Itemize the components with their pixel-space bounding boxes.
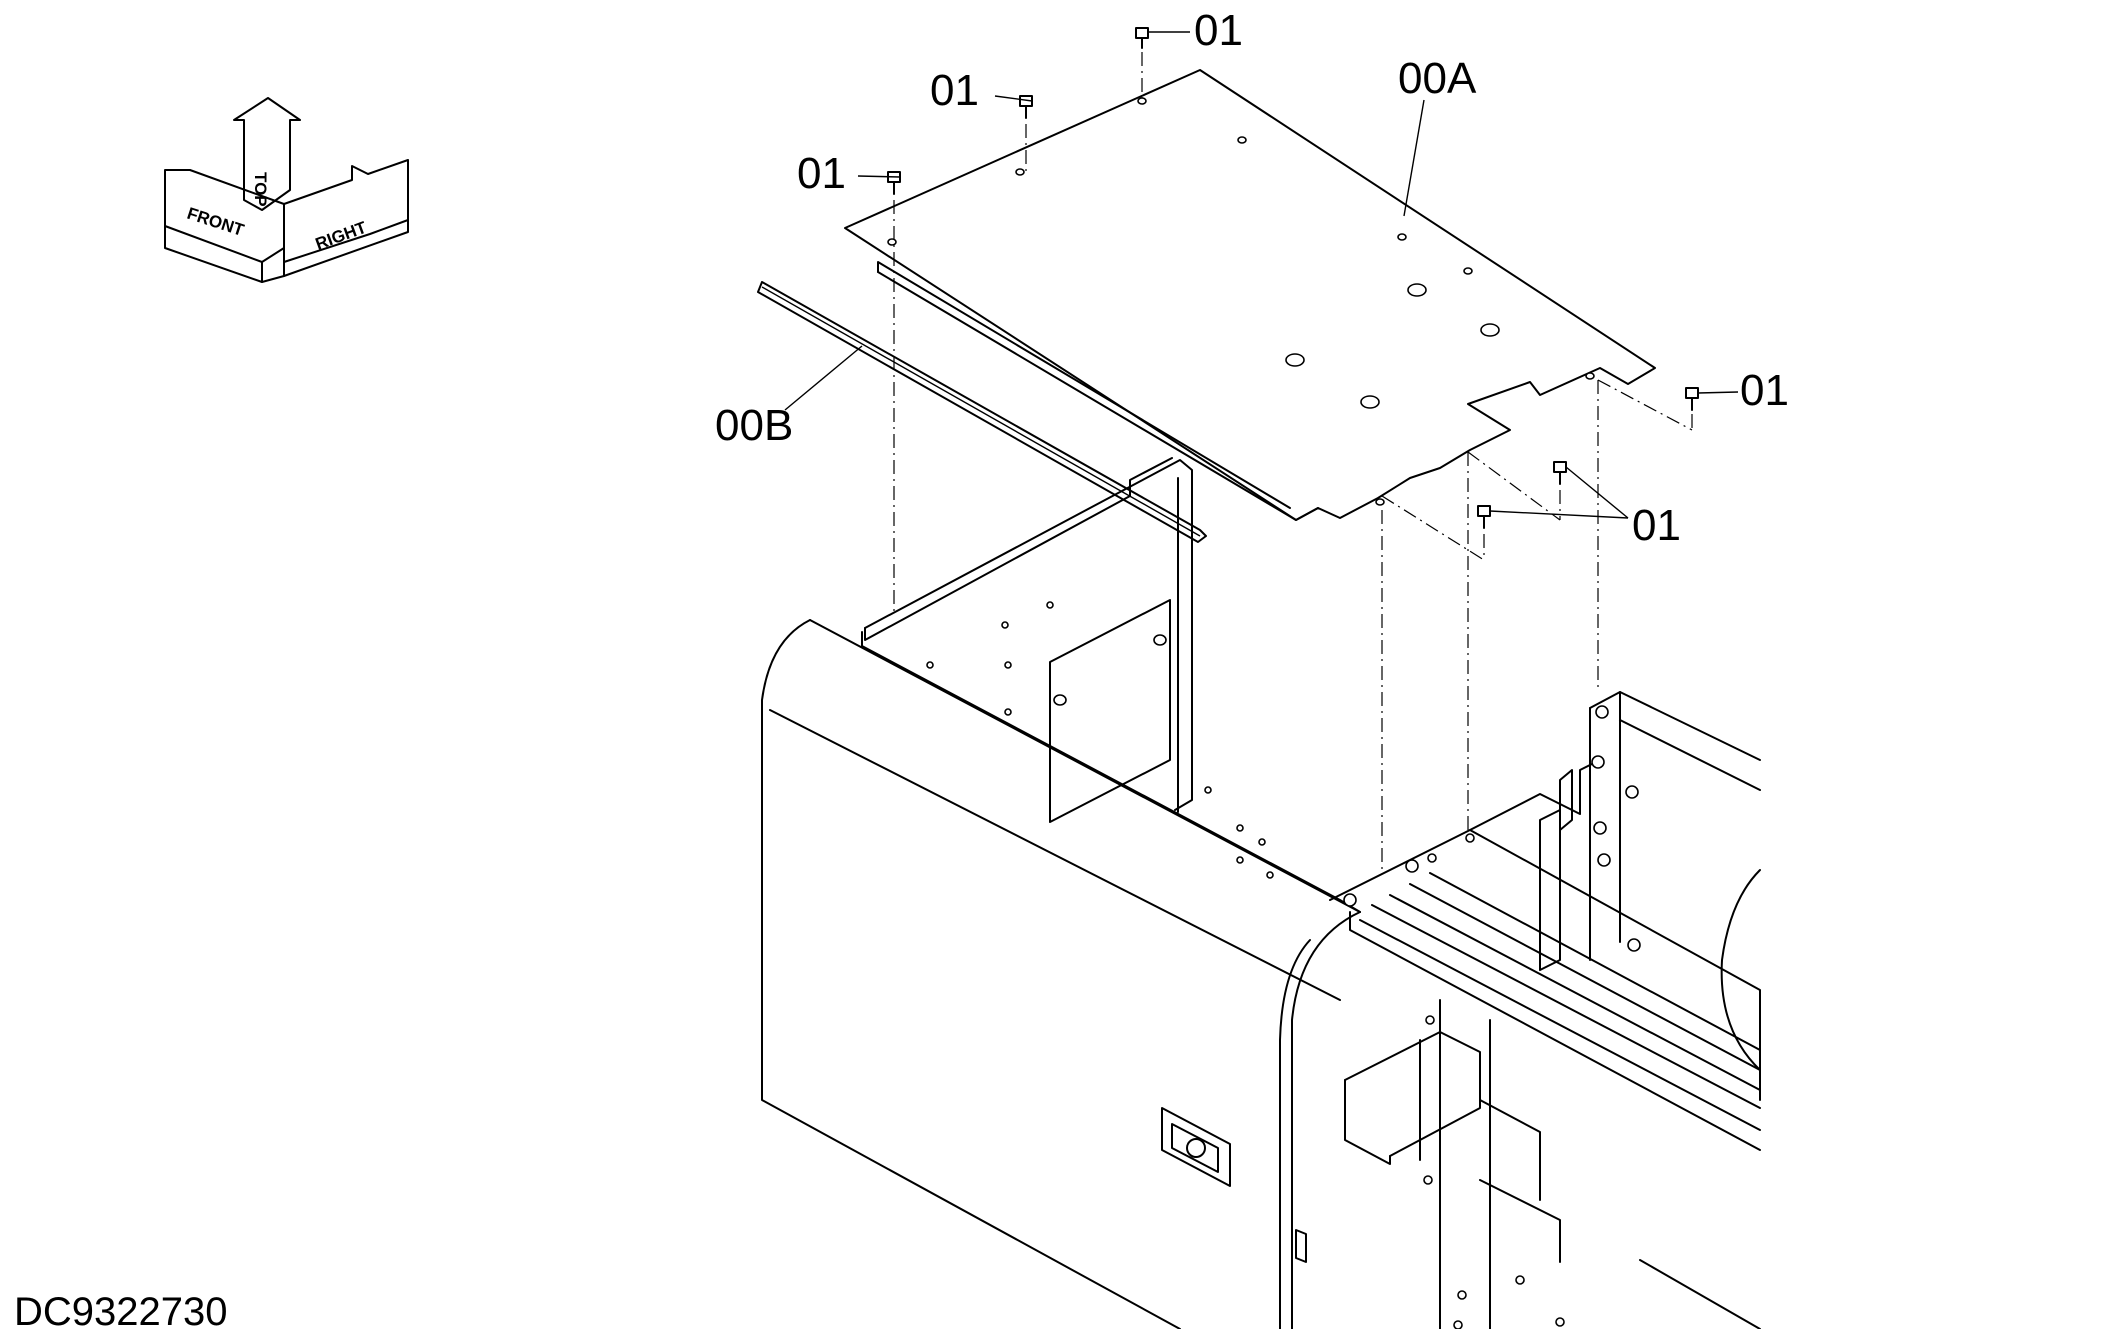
callout-01-right: 01: [1740, 366, 1789, 415]
alignment-lines: [893, 52, 1693, 870]
bolts-01: [887, 27, 1699, 529]
callout-00a: 00A: [1398, 54, 1477, 103]
bolt: [1135, 27, 1149, 49]
front-label: FRONT: [185, 204, 247, 240]
callout-01-lower: 01: [1632, 501, 1681, 550]
drawing-code: DC9322730: [14, 1290, 228, 1329]
bolt: [1553, 461, 1567, 485]
bolt: [1685, 387, 1699, 411]
top-cover-00a: [844, 69, 1656, 521]
callout-01-left: 01: [797, 149, 846, 198]
orientation-indicator: FRONT TOP RIGHT: [164, 97, 409, 283]
machine-body: [761, 457, 1761, 1329]
seal-strip-00b: [757, 281, 1207, 543]
door-handle: [1161, 1107, 1231, 1187]
cover-holes: [887, 97, 1595, 506]
bolt: [1477, 505, 1491, 529]
leader-lines: [784, 31, 1739, 519]
callout-01-upper: 01: [930, 66, 979, 115]
bolt: [887, 171, 901, 195]
top-label: TOP: [251, 172, 270, 207]
callout-labels: 01 01 01 01 01 00A 00B: [715, 6, 1789, 550]
callout-01-top: 01: [1194, 6, 1243, 55]
callout-00b: 00B: [715, 401, 793, 450]
